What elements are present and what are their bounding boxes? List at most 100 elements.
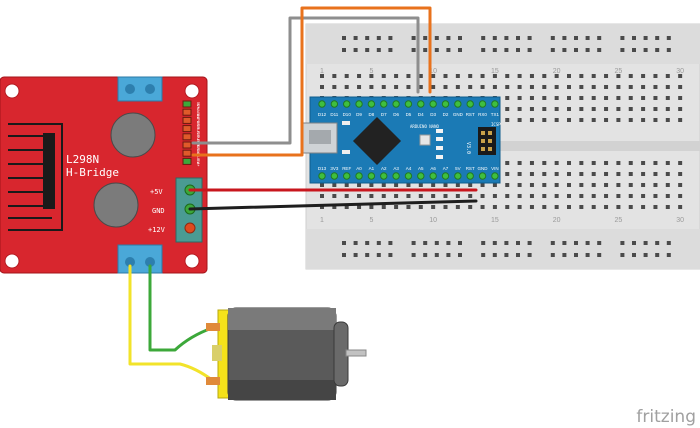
breadboard-hole bbox=[641, 118, 646, 122]
rail-hole bbox=[620, 48, 625, 52]
arduino-pin-bottom bbox=[466, 172, 474, 180]
breadboard-hole bbox=[418, 85, 423, 89]
breadboard-hole bbox=[678, 118, 683, 122]
arduino-pin-top bbox=[318, 100, 326, 108]
rail-hole bbox=[585, 48, 590, 52]
reset-button bbox=[419, 134, 431, 146]
breadboard-hole bbox=[591, 194, 596, 198]
breadboard-hole bbox=[344, 74, 349, 78]
breadboard-hole bbox=[554, 161, 559, 165]
arduino-bottom-pin-label: VIN bbox=[491, 166, 499, 171]
breadboard-hole bbox=[616, 172, 621, 176]
hbridge-header-label: INPUT 2 bbox=[196, 122, 201, 138]
rail-hole bbox=[353, 241, 358, 245]
center-channel bbox=[306, 141, 700, 151]
arduino-pin-top bbox=[478, 100, 487, 108]
breadboard-hole bbox=[628, 118, 633, 122]
rail-hole bbox=[388, 253, 393, 257]
rail-hole bbox=[434, 241, 439, 245]
rail-hole bbox=[550, 36, 555, 40]
breadboard-hole bbox=[616, 107, 621, 111]
breadboard-hole bbox=[369, 205, 374, 209]
motor-shadow bbox=[228, 380, 336, 400]
arduino-nano: D12D13D113V3D10REFD9A0D8A1D7A2D6A3D5A4D4… bbox=[302, 96, 501, 184]
rail-hole bbox=[423, 241, 428, 245]
breadboard-hole bbox=[653, 161, 658, 165]
breadboard-hole bbox=[604, 96, 609, 100]
breadboard-hole bbox=[665, 107, 670, 111]
breadboard-hole bbox=[320, 85, 324, 89]
rail-hole bbox=[643, 241, 648, 245]
rail-hole bbox=[666, 253, 671, 257]
breadboard-hole bbox=[332, 183, 337, 187]
terminal-screw bbox=[145, 257, 155, 267]
breadboard-hole bbox=[591, 161, 596, 165]
rail-hole bbox=[562, 241, 567, 245]
breadboard-hole bbox=[344, 194, 349, 198]
breadboard-hole bbox=[542, 172, 547, 176]
breadboard-hole bbox=[678, 107, 683, 111]
hbridge-header-pin bbox=[182, 141, 192, 149]
breadboard-hole bbox=[554, 85, 559, 89]
rail-hole bbox=[388, 48, 393, 52]
rail-hole bbox=[458, 48, 462, 52]
column-number: 20 bbox=[553, 68, 561, 75]
breadboard-hole bbox=[431, 74, 436, 78]
l298n-hbridge: L298N H-Bridge +5V GND +12V 5V+ENABLE BI… bbox=[0, 76, 208, 274]
arduino-bottom-pin-label: A7 bbox=[443, 166, 449, 171]
breadboard-hole bbox=[678, 194, 683, 198]
rail-hole bbox=[666, 36, 671, 40]
arduino-bottom-pin-label: A5 bbox=[418, 166, 424, 171]
breadboard-hole bbox=[529, 172, 534, 176]
breadboard-hole bbox=[505, 74, 510, 78]
breadboard-hole bbox=[665, 85, 670, 89]
breadboard-hole bbox=[344, 183, 349, 187]
breadboard-hole bbox=[320, 205, 324, 209]
rail-hole bbox=[632, 241, 636, 245]
hbridge-header-pin bbox=[182, 125, 192, 133]
breadboard-hole bbox=[604, 183, 609, 187]
breadboard-hole bbox=[542, 85, 547, 89]
hbridge-board bbox=[0, 76, 208, 274]
breadboard-hole bbox=[357, 194, 362, 198]
breadboard-hole bbox=[554, 96, 559, 100]
breadboard-hole bbox=[665, 74, 670, 78]
rail-hole bbox=[434, 253, 439, 257]
breadboard-hole bbox=[653, 96, 658, 100]
breadboard-hole bbox=[480, 194, 485, 198]
breadboard-hole bbox=[431, 194, 436, 198]
breadboard-hole bbox=[517, 85, 522, 89]
arduino-pin-top bbox=[441, 100, 450, 108]
rail-hole bbox=[434, 36, 439, 40]
wire-orange-signal bbox=[191, 6, 432, 157]
wire-yellow-motor bbox=[128, 264, 214, 382]
breadboard-hole bbox=[369, 183, 374, 187]
breadboard-hole bbox=[505, 85, 510, 89]
rail-hole bbox=[574, 241, 578, 245]
arduino-pin-bottom bbox=[417, 172, 425, 180]
breadboard-hole bbox=[579, 118, 584, 122]
column-number: 10 bbox=[429, 217, 437, 224]
rail-hole bbox=[423, 36, 428, 40]
breadboard-hole bbox=[641, 107, 646, 111]
arduino-pin-top bbox=[466, 100, 474, 108]
rail-hole bbox=[376, 36, 381, 40]
rail-hole bbox=[504, 253, 509, 257]
breadboard-hole bbox=[529, 194, 534, 198]
motor-terminal bbox=[206, 377, 220, 385]
breadboard-hole bbox=[665, 183, 670, 187]
breadboard-hole bbox=[628, 161, 633, 165]
breadboard-hole bbox=[406, 205, 411, 209]
column-number: 5 bbox=[369, 217, 373, 224]
breadboard-hole bbox=[591, 107, 596, 111]
breadboard-hole bbox=[394, 74, 399, 78]
breadboard-hole bbox=[542, 118, 547, 122]
column-number: 1 bbox=[320, 217, 324, 224]
breadboard-hole bbox=[604, 118, 609, 122]
breadboard-hole bbox=[394, 183, 399, 187]
breadboard-hole bbox=[616, 85, 621, 89]
breadboard-hole bbox=[554, 107, 559, 111]
arduino-pin-bottom bbox=[441, 172, 450, 180]
breadboard-hole bbox=[480, 74, 485, 78]
